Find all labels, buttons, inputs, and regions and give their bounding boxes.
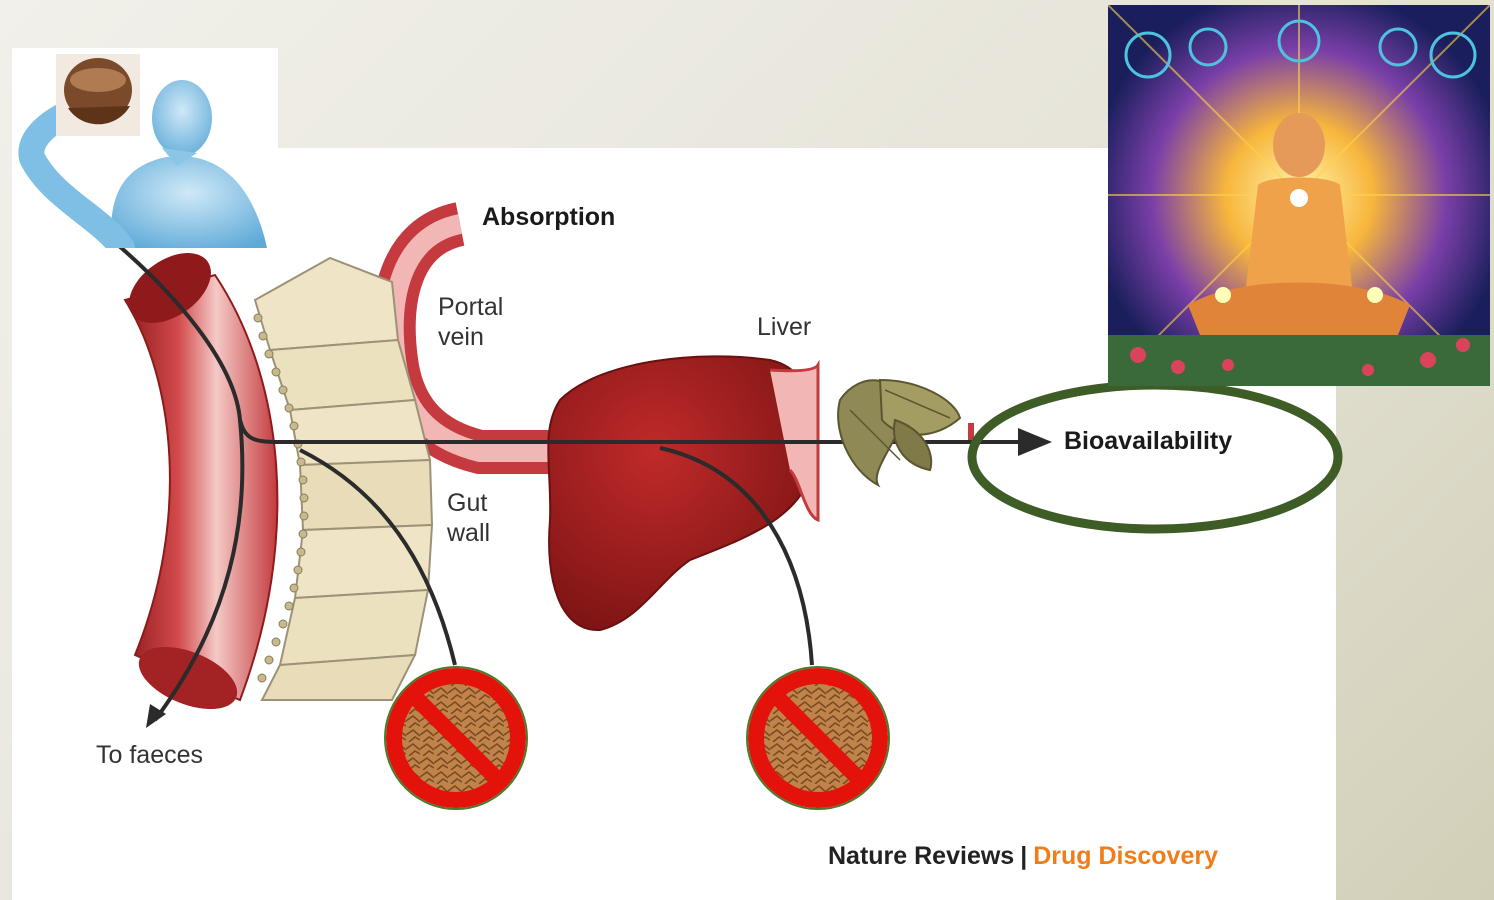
credit-separator: |	[1014, 842, 1033, 870]
meditation-art-image	[1108, 5, 1490, 386]
source-credit: Nature Reviews|Drug Discovery	[828, 842, 1218, 871]
bioavailability-highlight	[972, 385, 1338, 529]
label-absorption: Absorption	[482, 202, 615, 232]
gut-tube	[116, 239, 277, 722]
label-portal-vein: Portal vein	[438, 292, 503, 352]
bioavailability-arrowhead	[1018, 428, 1052, 456]
prohibition-sign-liver	[747, 667, 889, 809]
label-to-faeces: To faeces	[96, 740, 203, 770]
prohibition-sign-gut	[385, 667, 527, 809]
label-gut-wall: Gut wall	[447, 488, 490, 548]
label-liver: Liver	[757, 312, 811, 342]
credit-publisher: Nature Reviews	[828, 842, 1014, 870]
pathway-marker	[968, 423, 974, 440]
credit-journal: Drug Discovery	[1033, 842, 1218, 870]
dried-leaves-image	[838, 380, 960, 485]
meditation-art-icon	[1108, 5, 1490, 386]
label-bioavailability: Bioavailability	[1064, 426, 1232, 456]
liver	[548, 356, 818, 630]
person-drinking-icon	[12, 48, 278, 248]
person-drinking-image	[12, 48, 278, 248]
